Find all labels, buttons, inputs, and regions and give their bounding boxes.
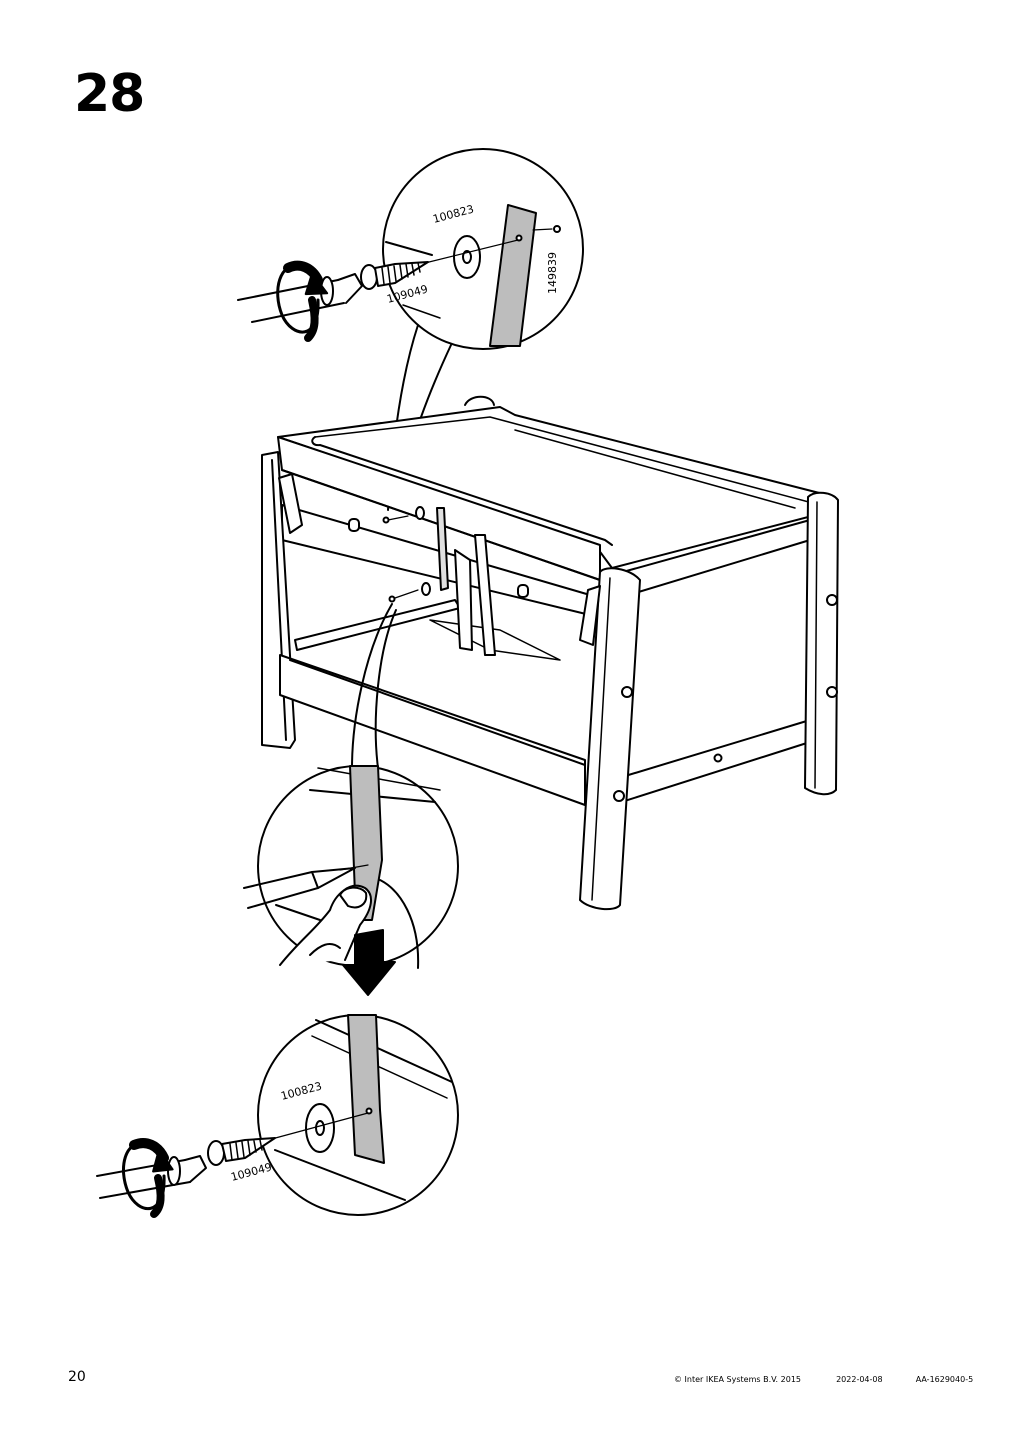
washer-icon-bottom [305,1103,335,1153]
strip-top [489,204,537,347]
strip-bottom [347,1014,385,1164]
copyright-text: © Inter IKEA Systems B.V. 2015 [674,1375,801,1384]
top-detail-callout: 100823 109049 149839 [237,148,584,511]
page-number: 20 [68,1369,86,1385]
print-date: 2022-04-08 [836,1375,883,1384]
hand-icon [279,879,420,969]
down-arrow-icon [342,929,396,996]
part-label-screw-bottom: 109049 [229,1160,273,1183]
step-number: 28 [74,64,145,124]
screw-icon [360,261,429,290]
bottom-detail-callout: 100823 109049 [96,1014,459,1218]
footer-info: © Inter IKEA Systems B.V. 2015 2022-04-0… [674,1375,973,1384]
screwdriver-icon [237,273,363,323]
screwdriver-icon-bottom [96,1155,207,1199]
pencil-icon [243,864,369,909]
desk-frame [261,395,839,911]
rotate-arrow-icon-bottom [122,1138,174,1218]
washer-icon [453,235,481,279]
part-label-strip: 149839 [546,252,559,294]
rotate-arrow-icon [276,260,329,342]
screw-icon-bottom [207,1137,276,1166]
document-id: AA-1629040-5 [915,1375,974,1384]
middle-detail-callout [243,603,459,996]
